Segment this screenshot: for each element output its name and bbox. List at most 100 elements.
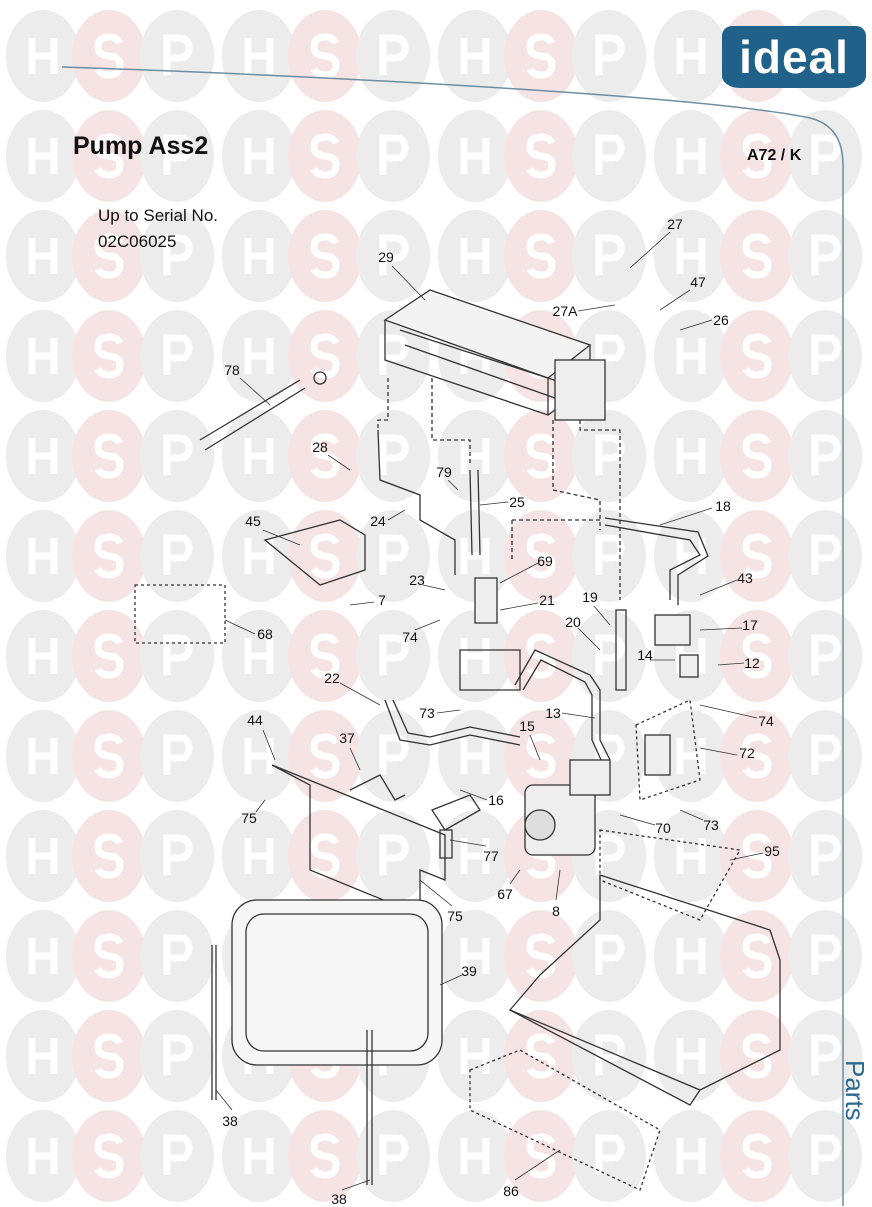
serial-note: Up to Serial No. 02C06025 xyxy=(98,203,218,255)
watermark-circle xyxy=(222,110,296,202)
pump-valve-21 xyxy=(459,577,521,691)
part-label[interactable]: 24 xyxy=(370,513,386,529)
watermark-circle xyxy=(72,110,146,202)
watermark-circle xyxy=(6,310,80,402)
part-label[interactable]: 75 xyxy=(241,810,257,826)
part-label[interactable]: 77 xyxy=(483,848,499,864)
chassis-base xyxy=(508,874,781,1106)
part-label[interactable]: 39 xyxy=(461,963,477,979)
part-label[interactable]: 45 xyxy=(245,513,261,529)
part-label[interactable]: 74 xyxy=(758,713,774,729)
group-86 xyxy=(469,1049,661,1191)
part-label[interactable]: 79 xyxy=(436,464,452,480)
part-label[interactable]: 69 xyxy=(537,553,553,569)
watermark-circle xyxy=(140,110,214,202)
part-label[interactable]: 20 xyxy=(565,614,581,630)
part-label[interactable]: 75 xyxy=(447,908,463,924)
part-label[interactable]: 13 xyxy=(545,705,561,721)
part-label[interactable]: 27A xyxy=(552,303,578,319)
part-label[interactable]: 95 xyxy=(764,843,780,859)
watermark-letter-p-glyph xyxy=(595,1134,625,1175)
watermark-circle xyxy=(288,610,362,702)
part-label[interactable]: 12 xyxy=(744,655,760,671)
watermark-letter-s-glyph xyxy=(94,33,124,79)
watermark-circle xyxy=(288,810,362,902)
watermark-letter-s-glyph xyxy=(742,533,772,579)
watermark-letter-s-glyph xyxy=(310,433,340,479)
part-label[interactable]: 26 xyxy=(713,312,729,328)
watermark-circle xyxy=(222,10,296,102)
watermark-letter-h-glyph xyxy=(460,1138,490,1174)
part-label[interactable]: 28 xyxy=(312,439,328,455)
watermark-letter-s-glyph xyxy=(94,633,124,679)
watermark-letter-p-glyph xyxy=(811,834,841,875)
pipe-18 xyxy=(604,517,709,605)
part-label[interactable]: 7 xyxy=(378,592,386,608)
part-label[interactable]: 78 xyxy=(224,362,240,378)
watermark-letter-s-glyph xyxy=(94,1033,124,1079)
watermark-letter-s-glyph xyxy=(526,633,556,679)
watermark-letter-s-glyph xyxy=(742,933,772,979)
part-label[interactable]: 47 xyxy=(690,274,706,290)
part-label[interactable]: 15 xyxy=(519,718,535,734)
part-label[interactable]: 67 xyxy=(497,886,513,902)
part-label[interactable]: 73 xyxy=(703,817,719,833)
watermark-circle xyxy=(72,810,146,902)
watermark-letter-h-glyph xyxy=(460,138,490,174)
watermark-letter-p-glyph xyxy=(811,534,841,575)
watermark-circle xyxy=(222,410,296,502)
part-label[interactable]: 70 xyxy=(655,820,671,836)
pump-67 xyxy=(524,759,611,856)
part-label[interactable]: 23 xyxy=(409,572,425,588)
part-label[interactable]: 25 xyxy=(509,494,525,510)
watermark-letter-h-glyph xyxy=(676,1138,706,1174)
part-label[interactable]: 27 xyxy=(667,216,683,232)
part-label[interactable]: 14 xyxy=(637,647,653,663)
watermark-letter-p-glyph xyxy=(811,234,841,275)
part-label[interactable]: 22 xyxy=(324,670,340,686)
part-label[interactable]: 43 xyxy=(737,570,753,586)
part-label[interactable]: 17 xyxy=(742,617,758,633)
watermark-circle xyxy=(504,1110,578,1202)
group-95 xyxy=(599,829,742,921)
watermark-circle xyxy=(356,410,430,502)
part-label[interactable]: 68 xyxy=(257,626,273,642)
watermark-letter-h-glyph xyxy=(460,938,490,974)
watermark-letter-s-glyph xyxy=(94,733,124,779)
watermark-circle xyxy=(504,710,578,802)
part-label[interactable]: 29 xyxy=(378,249,394,265)
brand-logo: ideal xyxy=(722,26,866,88)
part-label[interactable]: 44 xyxy=(247,712,263,728)
part-label[interactable]: 19 xyxy=(582,589,598,605)
part-label[interactable]: 86 xyxy=(503,1183,519,1199)
watermark-circle xyxy=(572,510,646,602)
watermark-circle xyxy=(720,1110,794,1202)
part-label[interactable]: 74 xyxy=(402,629,418,645)
serial-line-2: 02C06025 xyxy=(98,232,177,251)
watermark-circle xyxy=(6,610,80,702)
part-label[interactable]: 73 xyxy=(419,705,435,721)
watermark-circle xyxy=(654,910,728,1002)
part-label[interactable]: 8 xyxy=(552,903,560,919)
part-label[interactable]: 21 xyxy=(539,592,555,608)
strap-38 xyxy=(211,945,373,1185)
watermark-circle xyxy=(356,110,430,202)
part-label[interactable]: 38 xyxy=(331,1191,347,1207)
part-label[interactable]: 38 xyxy=(222,1113,238,1129)
part-label[interactable]: 16 xyxy=(488,792,504,808)
watermark-circle xyxy=(356,1110,430,1202)
watermark-letter-p-glyph xyxy=(379,334,409,375)
part-label[interactable]: 37 xyxy=(339,730,355,746)
watermark-circle xyxy=(572,410,646,502)
watermark-letter-h-glyph xyxy=(28,438,58,474)
watermark-letter-p-glyph xyxy=(163,434,193,475)
watermark-circle xyxy=(140,910,214,1002)
parts-side-tab[interactable]: Parts xyxy=(840,1060,870,1121)
watermark-circle xyxy=(140,710,214,802)
watermark-letter-h-glyph xyxy=(460,838,490,874)
part-label[interactable]: 72 xyxy=(739,745,755,761)
pipe-78 xyxy=(199,371,327,451)
watermark-circle xyxy=(288,1110,362,1202)
part-label[interactable]: 18 xyxy=(715,498,731,514)
